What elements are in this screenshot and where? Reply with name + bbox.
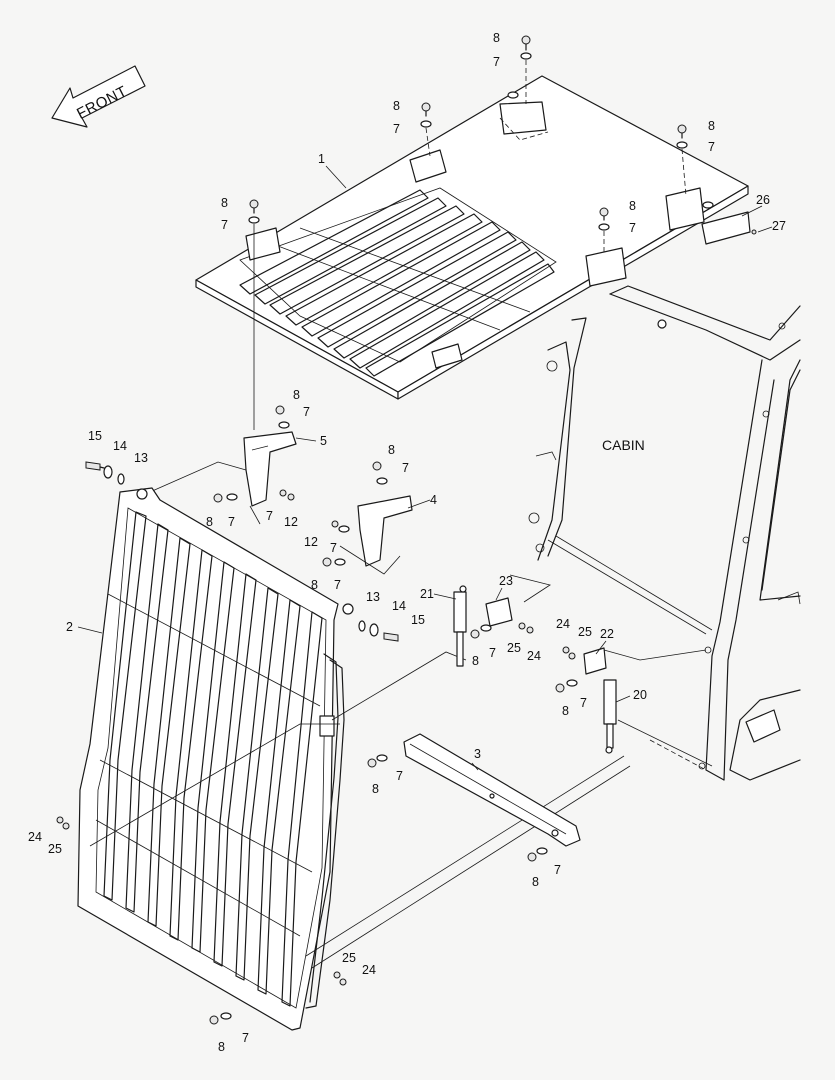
callout-1: 1 [318, 152, 325, 166]
gas-spring-21 [453, 585, 467, 667]
callout-25-c: 25 [48, 842, 62, 856]
callout-5: 5 [320, 434, 327, 448]
callout-26: 26 [756, 193, 770, 207]
callout-7-c: 7 [708, 140, 715, 154]
callout-2: 2 [66, 620, 73, 634]
callout-8-f: 8 [293, 388, 300, 402]
callout-7-f: 7 [303, 405, 310, 419]
callout-8-i: 8 [388, 443, 395, 457]
callout-12-a: 12 [284, 515, 298, 529]
callout-24-d: 24 [362, 963, 376, 977]
callout-14-a: 14 [113, 439, 127, 453]
callout-7-i: 7 [402, 461, 409, 475]
stay-3 [403, 733, 581, 847]
cabin [528, 285, 801, 781]
callout-8-m: 8 [372, 782, 379, 796]
callout-15-b: 15 [411, 613, 425, 627]
front-arrow: FRONT [51, 65, 146, 128]
callout-8-o: 8 [218, 1040, 225, 1054]
callout-3: 3 [474, 747, 481, 761]
callout-23: 23 [499, 574, 513, 588]
bolt-right-upper [676, 124, 688, 197]
callout-7-o: 7 [554, 863, 561, 877]
callout-24-b: 24 [556, 617, 570, 631]
callout-8-a: 8 [493, 31, 500, 45]
callout-7-p: 7 [242, 1031, 249, 1045]
callout-8-l: 8 [562, 704, 569, 718]
callout-25-a: 25 [507, 641, 521, 655]
callout-25-d: 25 [342, 951, 356, 965]
bolt-stacks [56, 35, 757, 1025]
callout-8-b: 8 [393, 99, 400, 113]
callout-21: 21 [420, 587, 434, 601]
callout-13-b: 13 [366, 590, 380, 604]
callout-7-n: 7 [396, 769, 403, 783]
callout-25-b: 25 [578, 625, 592, 639]
bolt-top-left [420, 102, 432, 157]
callout-20: 20 [633, 688, 647, 702]
callout-7-l: 7 [489, 646, 496, 660]
callout-7-k: 7 [334, 578, 341, 592]
bolt-left-roof [248, 199, 260, 430]
callout-8-e: 8 [221, 196, 228, 210]
guard-bars [103, 511, 323, 1007]
callout-24-a: 24 [527, 649, 541, 663]
roof-slats [239, 189, 555, 377]
callout-14-b: 14 [392, 599, 406, 613]
callout-7-h: 7 [266, 509, 273, 523]
callout-8-c: 8 [708, 119, 715, 133]
callout-7-d: 7 [629, 221, 636, 235]
callout-7-m: 7 [580, 696, 587, 710]
gas-spring-20 [603, 679, 617, 754]
callout-27: 27 [772, 219, 786, 233]
callout-8-n: 8 [532, 875, 539, 889]
callout-4: 4 [430, 493, 437, 507]
bracket-5 [243, 431, 297, 507]
front-guard [77, 487, 354, 1031]
callout-labels: CABIN 1 2 3 4 5 8 7 8 7 8 7 8 7 8 7 8 7 … [28, 31, 786, 1054]
roof-guard [195, 75, 751, 400]
callout-7-j: 7 [330, 541, 337, 555]
callout-7-a: 7 [493, 55, 500, 69]
bolt-top-center [520, 35, 532, 104]
callout-8-d: 8 [629, 199, 636, 213]
callout-8-k: 8 [472, 654, 479, 668]
callout-8-j: 8 [311, 578, 318, 592]
leader-lines [77, 165, 773, 771]
cabin-label: CABIN [602, 437, 645, 453]
callout-12-b: 12 [304, 535, 318, 549]
callout-7-e: 7 [221, 218, 228, 232]
callout-8-g: 8 [206, 515, 213, 529]
callout-15-a: 15 [88, 429, 102, 443]
callout-7-g: 7 [228, 515, 235, 529]
callout-24-c: 24 [28, 830, 42, 844]
callout-22: 22 [600, 627, 614, 641]
bolt-right-lower [598, 207, 610, 254]
bracket-4 [357, 495, 413, 567]
callout-13-a: 13 [134, 451, 148, 465]
callout-7-b: 7 [393, 122, 400, 136]
